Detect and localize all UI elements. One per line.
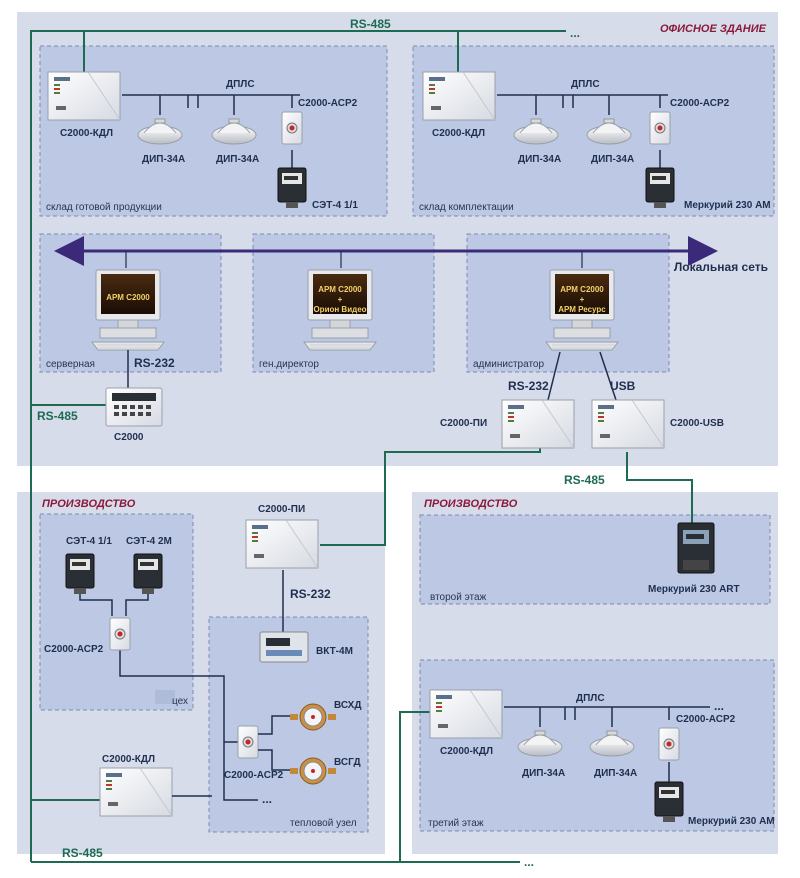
pc-server — [91, 269, 165, 351]
set-4-2m-meter — [133, 553, 163, 595]
c2000-kdl-2-label: С2000-КДЛ — [432, 128, 485, 139]
zone-label-second-floor: второй этаж — [430, 592, 487, 603]
zone-label-third-floor: третий этаж — [428, 818, 484, 829]
c2000-usb-label: С2000-USB — [670, 418, 724, 429]
zone-label-director: ген.директор — [259, 359, 319, 370]
rs485-bottom-ellipsis: ... — [524, 855, 534, 869]
c2000-kdl-3 — [99, 767, 173, 817]
mercury-230am-2-label: Меркурий 230 АМ — [688, 816, 775, 827]
c2000-usb — [591, 399, 665, 449]
c2000-acr2-4-label: С2000-АСР2 — [224, 770, 284, 781]
dpls-label-1: ДПЛС — [226, 79, 255, 90]
zone-label-warehouse-products: склад готовой продукции — [46, 202, 162, 213]
rs232-server-label: RS-232 — [134, 356, 175, 370]
dip-34a-4-label: ДИП-34А — [591, 154, 634, 165]
water-meter-vsgd-label: ВСГД — [334, 757, 361, 768]
rs485-mid-label: RS-485 — [564, 473, 605, 487]
rs485-bottom-label: RS-485 — [62, 846, 103, 860]
dpls-3-ellipsis: ... — [714, 699, 724, 713]
pc-admin-screen-line2: + — [580, 295, 585, 304]
c2000-acr2-2 — [649, 111, 671, 145]
production-right-title: ПРОИЗВОДСТВО — [424, 498, 518, 510]
c2000-acr2-5-label: С2000-АСР2 — [676, 714, 736, 725]
vkt-4m-label: ВКТ-4М — [316, 646, 353, 657]
vkt-4m — [259, 631, 309, 663]
c2000-acr2-1 — [281, 111, 303, 145]
c2000-acr2-3-label: С2000-АСР2 — [44, 644, 104, 655]
office-building-title: ОФИСНОЕ ЗДАНИЕ — [660, 23, 767, 35]
c2000-acr2-3 — [109, 617, 131, 651]
c2000-acr2-2-label: С2000-АСР2 — [670, 98, 730, 109]
mercury-230am-2 — [654, 781, 684, 823]
zone-workshop — [39, 513, 194, 711]
mercury-230am-1-label: Меркурий 230 АМ — [684, 200, 771, 211]
mercury-230am-1 — [645, 167, 675, 209]
c2000-kdl-3-label: С2000-КДЛ — [102, 754, 155, 765]
lan-label: Локальная сеть — [674, 260, 768, 274]
c2000-pi-prod — [245, 519, 319, 569]
dip-34a-1-label: ДИП-34А — [142, 154, 185, 165]
rs485-left-label: RS-485 — [37, 409, 78, 423]
c2000-kdl-4 — [429, 689, 503, 739]
c2000-keypad — [105, 387, 163, 427]
pc-admin-screen-line1: АРМ С2000 — [560, 285, 604, 294]
pc-admin-screen-line3: АРМ Ресурс — [558, 305, 606, 314]
rs485-top-label: RS-485 — [350, 17, 391, 31]
rs485-top-ellipsis: ... — [570, 26, 580, 40]
mercury-230art — [677, 522, 715, 574]
zone-label-server-room: серверная — [46, 359, 95, 370]
dip-34a-3-label: ДИП-34А — [518, 154, 561, 165]
c2000-kdl-2 — [422, 71, 496, 121]
zone-label-admin: администратор — [473, 359, 544, 370]
c2000-kdl-1-label: С2000-КДЛ — [60, 128, 113, 139]
set-4-meter-1-label: СЭТ-4 1/1 — [312, 200, 358, 211]
zone-label-warehouse-components: склад комплектации — [419, 202, 514, 213]
pc-director-screen-line1: АРМ С2000 — [318, 285, 362, 294]
production-left-title: ПРОИЗВОДСТВО — [42, 498, 136, 510]
pc-server-screen-text: АРМ С2000 — [106, 293, 150, 302]
zone-label-workshop: цех — [172, 696, 188, 707]
c2000-acr2-5 — [658, 727, 680, 761]
c2000-pi-prod-label: С2000-ПИ — [258, 504, 305, 515]
water-meter-vshd-label: ВСХД — [334, 700, 361, 711]
set-4-meter-1 — [277, 167, 307, 209]
set-4-meter-2-label: СЭТ-4 1/1 — [66, 536, 112, 547]
pc-director-screen-line3: Орион Видео — [313, 305, 366, 314]
mercury-230art-label: Меркурий 230 ART — [648, 584, 740, 595]
dpls-label-3: ДПЛС — [576, 693, 605, 704]
usb-label: USB — [610, 379, 636, 393]
dip-34a-2-label: ДИП-34А — [216, 154, 259, 165]
c2000-kdl-1 — [47, 71, 121, 121]
c2000-keypad-label: С2000 — [114, 432, 144, 443]
rs232-prod-label: RS-232 — [290, 587, 331, 601]
pc-director-screen-line2: + — [338, 295, 343, 304]
heat-unit-ellipsis: ... — [262, 792, 272, 806]
set-4-meter-2 — [65, 553, 95, 595]
c2000-pi-office — [501, 399, 575, 449]
rs232-admin-label: RS-232 — [508, 379, 549, 393]
dpls-label-2: ДПЛС — [571, 79, 600, 90]
c2000-pi-office-label: С2000-ПИ — [440, 418, 487, 429]
rs485-lines — [30, 30, 693, 863]
zone-label-heat-unit: тепловой узел — [290, 818, 357, 829]
c2000-acr2-4 — [237, 725, 259, 759]
dip-34a-5-label: ДИП-34А — [522, 768, 565, 779]
set-4-2m-label: СЭТ-4 2М — [126, 536, 172, 547]
dip-34a-6-label: ДИП-34А — [594, 768, 637, 779]
c2000-kdl-4-label: С2000-КДЛ — [440, 746, 493, 757]
c2000-acr2-1-label: С2000-АСР2 — [298, 98, 358, 109]
